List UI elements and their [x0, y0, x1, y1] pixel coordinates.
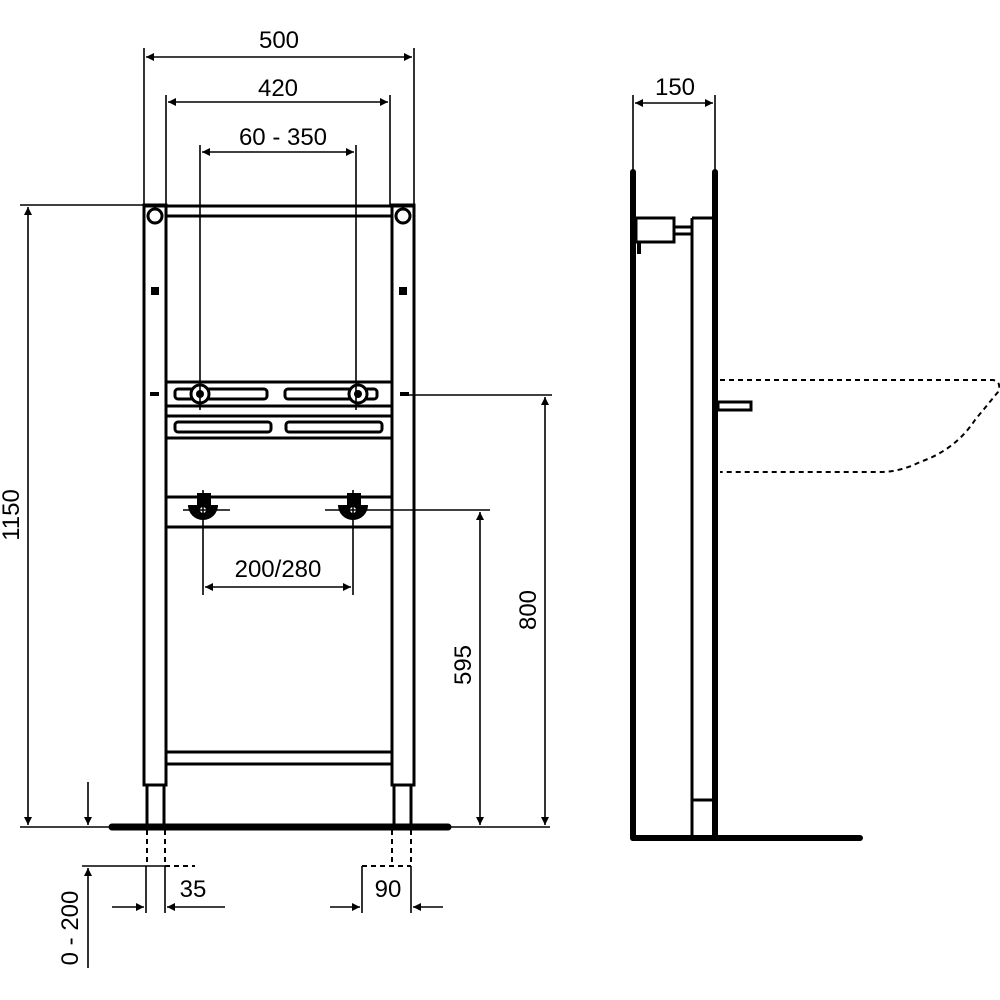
dim-overall-height: 1150 [0, 489, 25, 541]
mount-hole-icon [146, 207, 164, 225]
wall-bracket [634, 216, 676, 244]
dim-supply-height: 800 [515, 590, 542, 630]
right-foot [392, 783, 413, 829]
dim-waste-height: 595 [450, 645, 477, 685]
front-view-dimensions: 500 420 60 - 350 200/280 1150 800 595 0 … [0, 27, 552, 968]
dim-foot-plate-width: 90 [375, 876, 402, 903]
supply-pipe [716, 400, 753, 412]
dim-overall-width: 500 [259, 27, 299, 54]
bottom-rail [164, 750, 394, 766]
dim-depth: 150 [655, 74, 695, 101]
mount-hole-icon [394, 207, 412, 225]
basin-outline [720, 379, 1000, 473]
dim-waste-spacing: 200/280 [235, 556, 322, 583]
waste-bracket [164, 495, 394, 529]
top-rail [164, 204, 394, 218]
front-view-frame [20, 203, 550, 867]
dim-foot-width: 35 [180, 876, 207, 903]
left-foot [145, 783, 166, 829]
support-plate [164, 414, 394, 440]
dim-inner-width: 420 [258, 75, 298, 102]
slot-icon [151, 287, 159, 295]
slot-icon [399, 287, 407, 295]
side-view: 150 [630, 74, 1000, 841]
supply-plate [164, 380, 394, 408]
dim-foot-extension: 0 - 200 [57, 891, 84, 966]
dim-supply-spacing: 60 - 350 [239, 124, 327, 151]
